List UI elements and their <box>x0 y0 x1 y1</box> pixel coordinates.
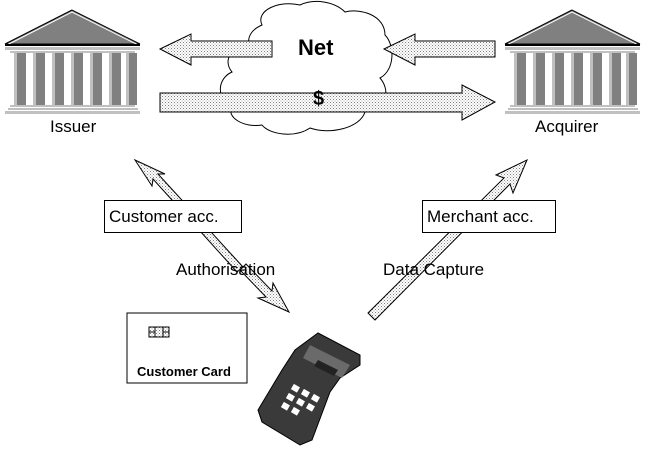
network-label: Net <box>298 35 334 60</box>
arrow-net-to-issuer <box>158 33 273 66</box>
merchant-account-box: Merchant acc. <box>422 200 556 233</box>
issuer-label: Issuer <box>50 117 97 136</box>
customer-account-box: Customer acc. <box>104 200 242 233</box>
issuer-bank-icon <box>4 9 141 115</box>
arrow-authorisation <box>133 158 291 314</box>
arrow-data-capture <box>367 158 528 321</box>
acquirer-label: Acquirer <box>535 117 599 136</box>
customer-card-label: Customer Card <box>137 364 231 379</box>
money-flow-label: $ <box>313 88 325 110</box>
arrow-money-flow <box>159 84 497 121</box>
network-cloud-shape <box>219 1 393 135</box>
customer-card-shape <box>126 312 248 384</box>
arrow-acquirer-to-net <box>382 33 496 66</box>
payment-terminal-icon <box>257 332 361 446</box>
acquirer-bank-icon <box>504 9 641 115</box>
data-capture-label: Data Capture <box>383 260 485 279</box>
authorisation-label: Authorisation <box>176 260 276 279</box>
chip-icon <box>148 326 170 338</box>
